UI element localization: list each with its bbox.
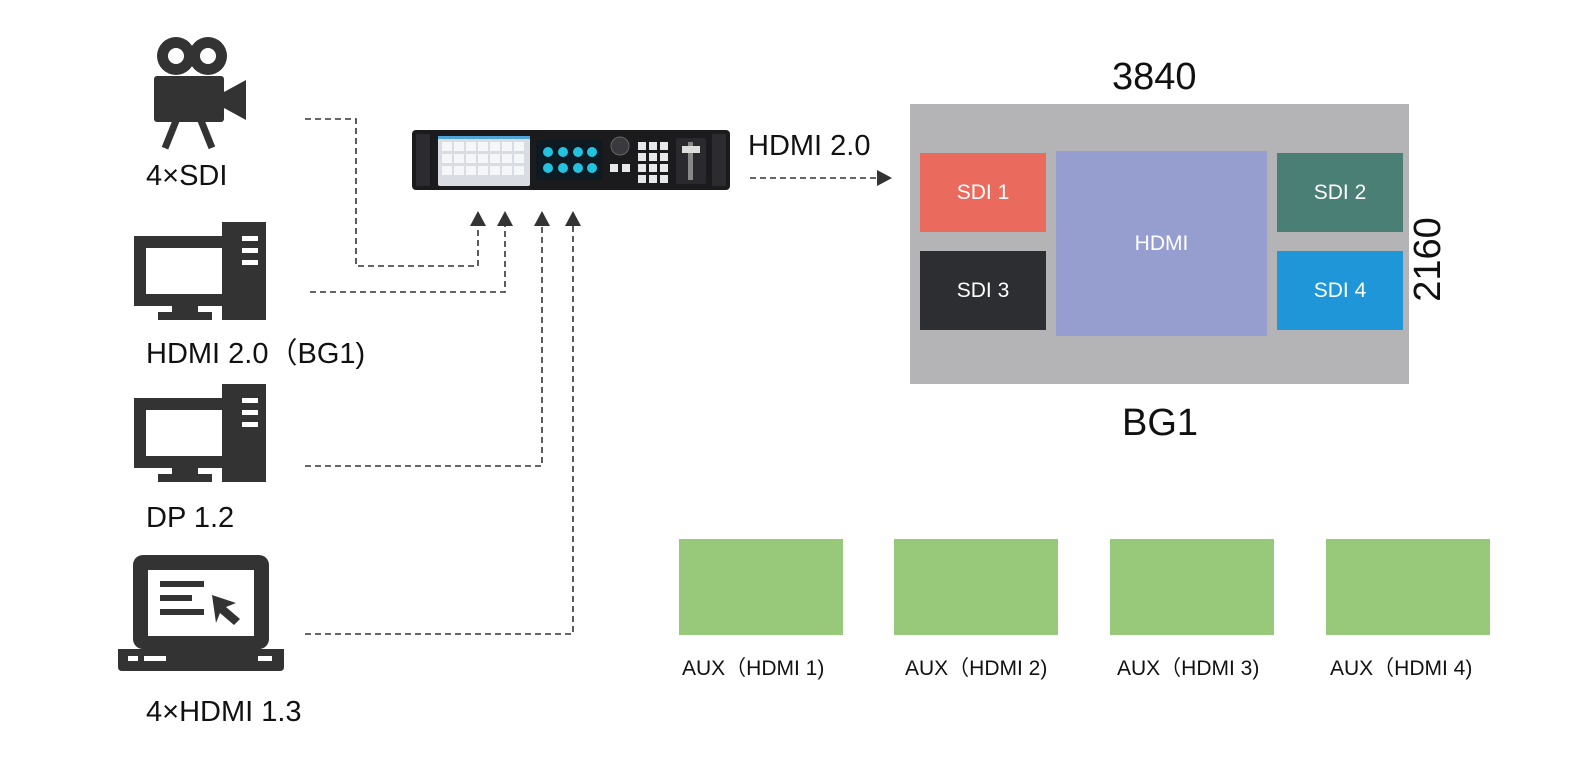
arrow-head: [565, 211, 581, 226]
source-label: DP 1.2: [146, 502, 235, 534]
aux-output-box: [1110, 539, 1274, 635]
window-sdi-2: SDI 2: [1277, 153, 1403, 232]
window-sdi-1: SDI 1: [920, 153, 1046, 232]
aux-label: AUX（HDMI 4): [1330, 657, 1473, 680]
source-label: 4×SDI: [146, 160, 228, 192]
connector-hdmi13: [305, 226, 574, 635]
connector-hdmi20: [310, 226, 506, 293]
laptop-icon: [118, 555, 284, 671]
arrow-head: [470, 211, 486, 226]
aux-label: AUX（HDMI 1): [682, 657, 825, 680]
aux-label: AUX（HDMI 3): [1117, 657, 1260, 680]
aux-output-box: [894, 539, 1058, 635]
canvas-width-label: 3840: [1112, 56, 1197, 98]
source-label: 4×HDMI 1.3: [146, 696, 302, 728]
desktop-computer-icon: [134, 384, 266, 482]
aux-label: AUX（HDMI 2): [905, 657, 1048, 680]
aux-output-box: [679, 539, 843, 635]
arrow-head: [497, 211, 513, 226]
window-hdmi: HDMI: [1056, 151, 1267, 336]
arrow-head: [534, 211, 550, 226]
canvas-name-label: BG1: [1122, 402, 1199, 444]
canvas-height-label: 2160: [1406, 217, 1449, 302]
output-label: HDMI 2.0: [748, 130, 871, 162]
source-label: HDMI 2.0（BG1): [146, 338, 366, 370]
video-processor-icon: [412, 130, 730, 190]
aux-output-box: [1326, 539, 1490, 635]
connector-sdi: [305, 118, 479, 267]
arrow-head: [877, 170, 892, 186]
desktop-computer-icon: [134, 222, 266, 320]
window-sdi-4: SDI 4: [1277, 251, 1403, 330]
window-sdi-3: SDI 3: [920, 251, 1046, 330]
video-camera-icon: [154, 37, 246, 150]
